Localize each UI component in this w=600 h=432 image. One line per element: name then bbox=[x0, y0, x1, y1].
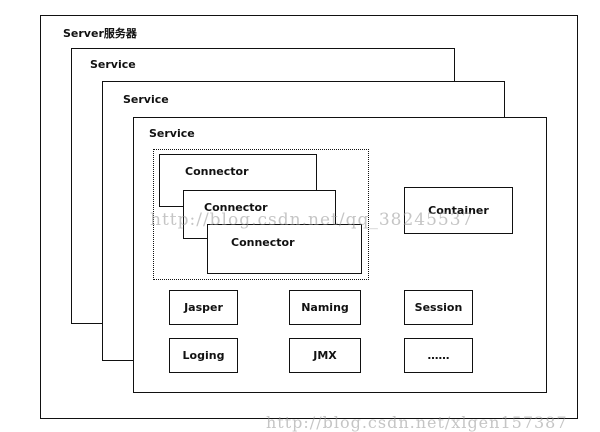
connector-label-1: Connector bbox=[185, 165, 249, 178]
jmx-label: JMX bbox=[313, 349, 337, 362]
jasper-box: Jasper bbox=[169, 290, 238, 325]
service-label-3: Service bbox=[149, 127, 195, 140]
server-label: Server服务器 bbox=[63, 27, 137, 40]
jmx-box: JMX bbox=[289, 338, 361, 373]
loging-label: Loging bbox=[182, 349, 225, 362]
connector-label-3: Connector bbox=[231, 236, 295, 249]
watermark-middle: http://blog.csdn.net/qq_38245537 bbox=[150, 210, 474, 230]
naming-box: Naming bbox=[289, 290, 361, 325]
more-box: …… bbox=[404, 338, 473, 373]
watermark-bottom: http://blog.csdn.net/xlgen157387 bbox=[266, 413, 568, 432]
container-box: Container bbox=[404, 187, 513, 234]
connector-label-2: Connector bbox=[204, 201, 268, 214]
loging-box: Loging bbox=[169, 338, 238, 373]
session-label: Session bbox=[414, 301, 463, 314]
connector-box-3: Connector bbox=[207, 224, 362, 274]
more-label: …… bbox=[427, 349, 450, 362]
naming-label: Naming bbox=[301, 301, 349, 314]
container-label: Container bbox=[428, 204, 489, 217]
jasper-label: Jasper bbox=[184, 301, 223, 314]
connector-group bbox=[153, 149, 369, 280]
service-label-1: Service bbox=[90, 58, 136, 71]
service-label-2: Service bbox=[123, 93, 169, 106]
session-box: Session bbox=[404, 290, 473, 325]
